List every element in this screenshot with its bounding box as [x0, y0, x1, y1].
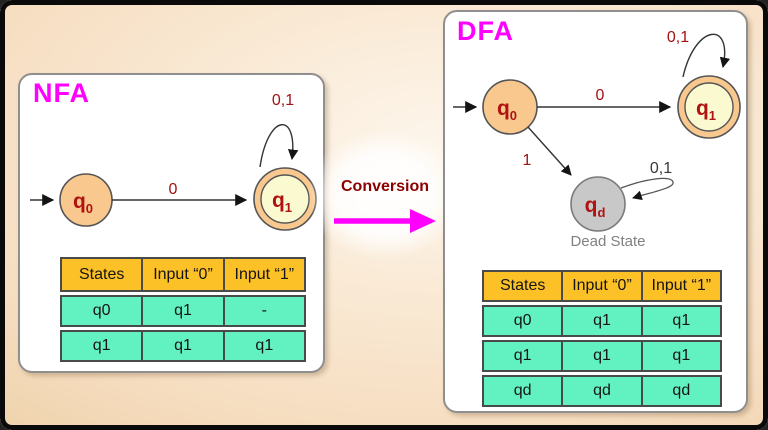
table-cell: qd [484, 377, 564, 405]
dfa-table-header-states: States [484, 272, 564, 300]
nfa-table-header-input1: Input “1” [234, 265, 295, 283]
table-cell: qd [672, 382, 691, 399]
nfa-state-q1-label: q1 [272, 189, 292, 215]
nfa-table-header-row: States Input “0” Input “1” [60, 257, 306, 292]
dfa-table-row-qd: qd qd qd [482, 375, 722, 407]
dfa-table-header-row: States Input “0” Input “1” [482, 270, 722, 302]
dfa-title: DFA [457, 16, 514, 46]
dfa-self-loop-q1 [682, 33, 731, 78]
dfa-self-loop-qd [620, 177, 674, 201]
nfa-self-loop-q1-label: 0,1 [272, 92, 294, 109]
table-cell: q1 [255, 337, 274, 354]
table-cell: q1 [672, 347, 691, 364]
dfa-transition-table: States Input “0” Input “1” q0 q1 q1 q1 q… [482, 270, 722, 410]
dfa-panel: DFA q0 0 0,1 q1 1 [443, 10, 748, 413]
table-cell: q0 [62, 297, 144, 325]
nfa-title: NFA [33, 78, 90, 108]
nfa-state-q0 [59, 173, 113, 227]
dfa-table-header-input1: Input “1” [651, 277, 712, 294]
dfa-state-q0 [482, 79, 538, 135]
conversion-block: Conversion [308, 131, 462, 259]
conversion-glow [308, 131, 462, 259]
nfa-edge-q0-q1-label: 0 [169, 181, 178, 198]
dfa-state-q0-label: q0 [497, 97, 517, 123]
nfa-table-header-states: States [62, 259, 144, 290]
nfa-state-q0-label: q0 [73, 190, 93, 216]
dfa-edge-q0-q1-label: 0 [596, 87, 605, 104]
table-cell: q1 [62, 332, 144, 360]
dfa-table-header-input0: Input “0” [563, 272, 643, 300]
nfa-table-row-q1: q1 q1 q1 [60, 330, 306, 362]
table-cell: q1 [563, 342, 643, 370]
table-cell: - [261, 302, 267, 319]
table-cell: q1 [143, 297, 225, 325]
dfa-state-q1-inner [684, 82, 734, 132]
dfa-self-loop-q1-label: 0,1 [667, 29, 689, 46]
table-cell: q1 [484, 342, 564, 370]
dfa-edge-q0-qd [527, 126, 572, 176]
dfa-table-row-q0: q0 q1 q1 [482, 305, 722, 337]
table-cell: q0 [484, 307, 564, 335]
nfa-table-row-q0: q0 q1 - [60, 295, 306, 327]
conversion-arrow-icon [334, 209, 436, 233]
conversion-label: Conversion [340, 178, 429, 195]
dfa-state-q1-label: q1 [696, 97, 716, 123]
nfa-self-loop-q1 [259, 124, 299, 168]
dfa-edge-q0-qd-label: 1 [523, 152, 532, 169]
table-cell: q1 [143, 332, 225, 360]
table-cell: q1 [672, 312, 691, 329]
dfa-state-qd-label: qd [585, 194, 606, 220]
nfa-state-q1-inner [260, 174, 310, 224]
dfa-table-row-q1: q1 q1 q1 [482, 340, 722, 372]
nfa-panel: NFA q0 0 0,1 q1 [18, 73, 325, 373]
dfa-self-loop-qd-label: 0,1 [650, 160, 672, 177]
table-cell: qd [563, 377, 643, 405]
dead-state-caption: Dead State [570, 233, 645, 250]
nfa-state-diagram: q0 0 0,1 q1 [30, 92, 317, 231]
dfa-state-qd [570, 176, 626, 232]
table-cell: q1 [563, 307, 643, 335]
nfa-table-header-input0: Input “0” [143, 259, 225, 290]
dfa-state-diagram: q0 0 0,1 q1 1 0,1 qd Dead State [453, 29, 741, 250]
nfa-transition-table: States Input “0” Input “1” q0 q1 - q1 q1… [60, 257, 306, 365]
